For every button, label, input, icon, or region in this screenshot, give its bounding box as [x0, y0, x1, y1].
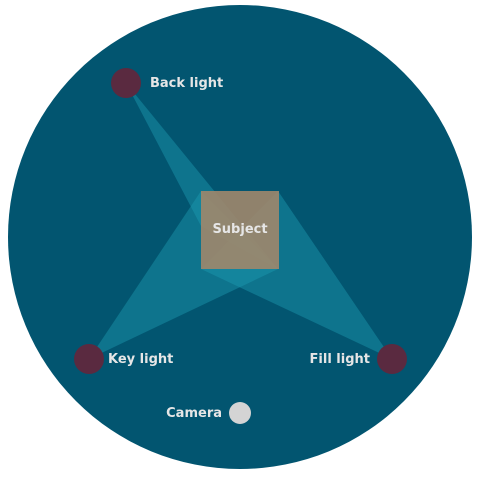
key-light-label: Key light — [108, 352, 173, 367]
camera-icon — [229, 402, 251, 424]
camera-label: Camera — [166, 406, 222, 421]
subject-box — [201, 191, 279, 269]
back-light-label: Back light — [150, 76, 223, 91]
subject-label: Subject — [212, 222, 267, 237]
fill-light-label: Fill light — [310, 352, 370, 367]
fill-light-icon — [377, 344, 407, 374]
key-light-icon — [74, 344, 104, 374]
back-light-icon — [111, 68, 141, 98]
